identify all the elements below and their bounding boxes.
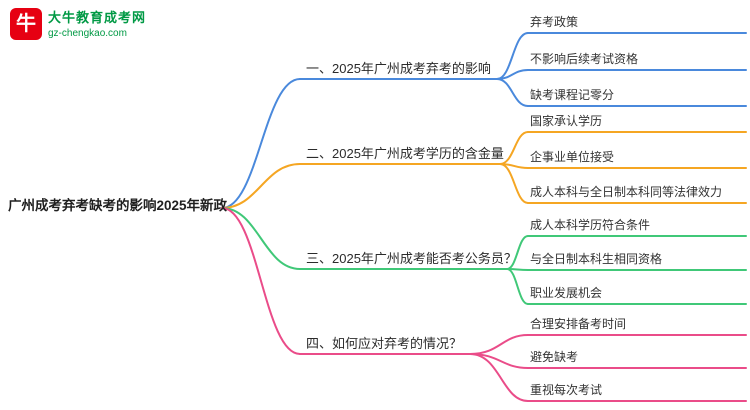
connector-branch2-leaf1	[499, 131, 529, 165]
bull-logo-icon: 牛	[10, 8, 42, 40]
leaf-node-3-1: 成人本科学历符合条件	[530, 218, 651, 232]
leaf-node-2-3: 成人本科与全日制本科同等法律效力	[530, 185, 723, 199]
site-logo: 牛 大牛教育成考网 gz-chengkao.com	[10, 8, 146, 40]
branch-node-2: 二、2025年广州成考学历的含金量	[306, 146, 504, 161]
branch-node-3: 三、2025年广州成考能否考公务员？	[306, 251, 517, 266]
root-node: 广州成考弃考缺考的影响2025年新政	[8, 198, 228, 213]
connector-root-branch-3	[221, 207, 301, 270]
connector-root-branch-2	[221, 163, 301, 209]
branch-node-4: 四、如何应对弃考的情况？	[306, 336, 463, 351]
branch-4-lines	[221, 207, 747, 402]
leaf-node-3-2: 与全日制本科生相同资格	[530, 252, 663, 266]
connector-root-branch-4	[221, 207, 301, 355]
leaf-node-4-2: 避免缺考	[530, 350, 579, 364]
connector-branch4-leaf1	[469, 334, 529, 355]
leaf-node-2-1: 国家承认学历	[530, 114, 603, 128]
connector-branch2-leaf3	[499, 163, 529, 204]
connector-branch1-leaf3	[496, 78, 529, 107]
connector-branch1-leaf2	[496, 69, 529, 80]
branch-1-lines	[221, 32, 747, 209]
connector-branch3-leaf3	[506, 268, 529, 305]
leaf-node-1-1: 弃考政策	[530, 15, 579, 29]
connector-root-branch-1	[221, 78, 301, 209]
site-url: gz-chengkao.com	[48, 28, 127, 39]
leaf-node-1-3: 缺考课程记零分	[530, 88, 615, 102]
leaf-node-4-3: 重视每次考试	[530, 383, 603, 397]
site-name: 大牛教育成考网	[48, 10, 147, 25]
leaf-node-4-1: 合理安排备考时间	[530, 317, 627, 331]
leaf-node-3-3: 职业发展机会	[530, 286, 603, 300]
site-logo-text: 大牛教育成考网 gz-chengkao.com	[48, 8, 146, 40]
leaf-node-2-2: 企事业单位接受	[530, 150, 615, 164]
connector-branch4-leaf3	[469, 353, 529, 402]
branch-2-lines	[221, 131, 747, 209]
branch-3-lines	[221, 207, 747, 305]
branch-node-1: 一、2025年广州成考弃考的影响	[306, 61, 491, 76]
leaf-node-1-2: 不影响后续考试资格	[530, 52, 639, 66]
connector-branch1-leaf1	[496, 32, 529, 80]
bull-logo-glyph: 牛	[16, 13, 36, 35]
